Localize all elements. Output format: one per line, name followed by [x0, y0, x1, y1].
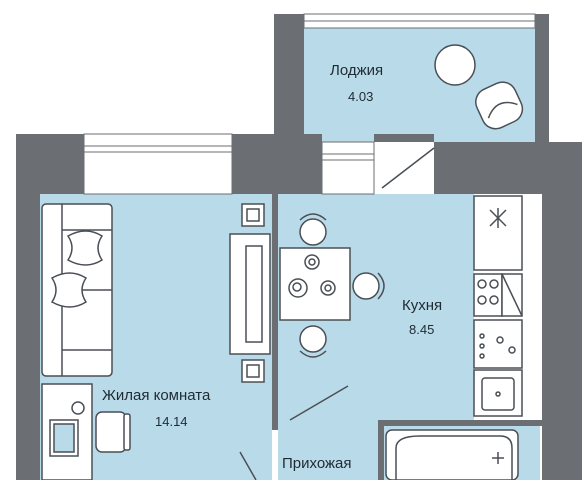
kitchen-area: 8.45 [409, 322, 435, 337]
pillow-icon [66, 230, 104, 266]
living-room-area: 14.14 [155, 414, 188, 429]
round-table-icon [434, 44, 476, 86]
loggia-name: Лоджия [330, 62, 384, 79]
doors [239, 147, 435, 480]
chair-icon [95, 411, 131, 453]
stove-icon [473, 273, 523, 317]
walls [16, 14, 582, 480]
kitchen-furniture [279, 195, 523, 417]
wall [535, 14, 549, 28]
wall [542, 194, 582, 480]
wall [16, 194, 40, 480]
wall [535, 14, 549, 142]
wall [384, 420, 542, 426]
wall [434, 142, 582, 194]
lounge-chair-icon [475, 81, 524, 130]
chair-icon [377, 272, 385, 300]
windows [83, 13, 536, 195]
chair-icon [299, 218, 327, 246]
kitchen-door [289, 385, 349, 421]
wall [16, 134, 84, 194]
living-furniture [41, 203, 271, 480]
wall [274, 14, 304, 28]
wall [378, 420, 384, 480]
window [321, 141, 375, 195]
living-room-name: Жилая комната [102, 387, 211, 404]
tv-stand-icon [229, 203, 271, 383]
loggia-area: 4.03 [348, 89, 374, 104]
sink-icon [473, 369, 523, 417]
wall [272, 194, 278, 430]
fridge-icon [473, 195, 523, 271]
hallway-floor [278, 426, 378, 480]
chair-icon [352, 272, 380, 300]
loggia-furniture [434, 44, 524, 130]
living-door [239, 451, 257, 480]
pillow-icon [50, 272, 88, 308]
wall [232, 134, 322, 194]
bathtub-icon [385, 429, 519, 480]
bathroom-furniture [385, 429, 519, 480]
dining-table-icon [279, 247, 351, 321]
window [83, 133, 233, 195]
desk-item [71, 401, 85, 415]
laptop-icon [49, 419, 79, 457]
oven-icon [473, 319, 523, 369]
chair-icon [299, 350, 327, 358]
chair-icon [299, 325, 327, 353]
hallway-name: Прихожая [282, 455, 352, 472]
chair-icon [299, 213, 327, 221]
kitchen-name: Кухня [402, 297, 443, 314]
wall [374, 134, 434, 142]
wall [274, 14, 304, 142]
loggia-door [381, 147, 435, 189]
